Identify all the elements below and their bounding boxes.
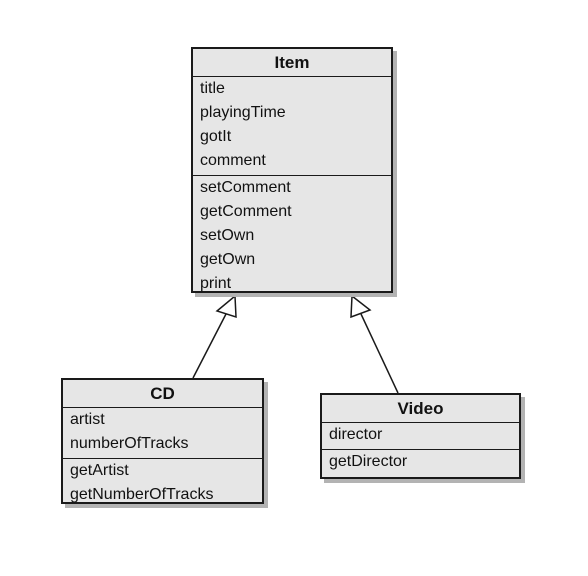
class-item-name: Item <box>193 49 391 77</box>
item-attribute: title <box>200 80 225 97</box>
class-video-name: Video <box>322 395 519 423</box>
class-video-methods: getDirector <box>322 450 519 476</box>
class-item-methods: setComment getComment setOwn getOwn prin… <box>193 176 391 298</box>
class-cd-attributes: artist numberOfTracks <box>63 408 262 459</box>
cd-attribute: artist <box>70 411 105 428</box>
cd-method: getNumberOfTracks <box>70 486 214 503</box>
class-video-attributes: director <box>322 423 519 450</box>
cd-attribute: numberOfTracks <box>70 435 189 452</box>
class-item-attributes: title playingTime gotIt comment <box>193 77 391 176</box>
video-inheritance-arrowhead <box>350 294 372 319</box>
item-method: setComment <box>200 179 291 196</box>
class-item[interactable]: Item title playingTime gotIt comment set… <box>191 47 393 293</box>
video-method: getDirector <box>329 453 408 470</box>
item-attribute: playingTime <box>200 104 286 121</box>
item-method: setOwn <box>200 227 255 244</box>
class-cd-name: CD <box>63 380 262 408</box>
cd-method: getArtist <box>70 462 129 479</box>
item-method: getComment <box>200 203 292 220</box>
cd-inheritance-line <box>192 313 227 379</box>
item-method: print <box>200 275 232 292</box>
item-method: getOwn <box>200 251 256 268</box>
class-video[interactable]: Video director getDirector <box>320 393 521 479</box>
class-cd-methods: getArtist getNumberOfTracks <box>63 459 262 509</box>
cd-inheritance-arrowhead <box>215 294 237 319</box>
video-inheritance-line <box>360 313 399 394</box>
video-attribute: director <box>329 426 383 443</box>
item-attribute: comment <box>200 152 266 169</box>
item-attribute: gotIt <box>200 128 232 145</box>
class-cd[interactable]: CD artist numberOfTracks getArtist getNu… <box>61 378 264 504</box>
